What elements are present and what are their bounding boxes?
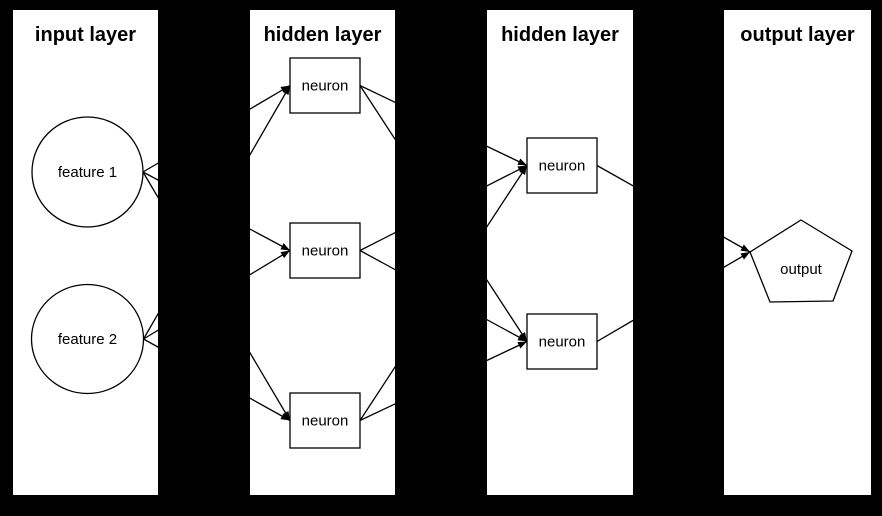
layer-title-hidden1: hidden layer — [264, 24, 382, 46]
node-label-h1n3: neuron — [302, 413, 349, 430]
node-out — [749, 219, 853, 303]
node-h2n1 — [526, 137, 598, 194]
node-label-h2n1: neuron — [539, 158, 586, 175]
node-feature2 — [30, 283, 145, 395]
layer-panel-input — [13, 10, 158, 495]
layer-title-output: output layer — [740, 24, 855, 46]
node-label-feature2: feature 2 — [58, 331, 117, 348]
node-h2n2 — [526, 313, 598, 370]
node-label-h2n2: neuron — [539, 334, 586, 351]
node-label-h1n2: neuron — [302, 243, 349, 260]
layer-title-hidden2: hidden layer — [501, 24, 619, 46]
node-h1n1 — [289, 57, 361, 114]
gap-mask-1 — [395, 0, 487, 516]
node-label-h1n1: neuron — [302, 78, 349, 95]
layer-panel-hidden2 — [487, 10, 633, 495]
node-feature1 — [31, 116, 144, 228]
gap-mask-0 — [158, 0, 250, 516]
node-label-feature1: feature 1 — [58, 164, 117, 181]
node-h1n2 — [289, 222, 361, 279]
node-h1n3 — [289, 392, 361, 449]
node-label-out: output — [780, 261, 823, 278]
gap-mask-2 — [633, 0, 724, 516]
layer-title-input: input layer — [35, 24, 136, 46]
